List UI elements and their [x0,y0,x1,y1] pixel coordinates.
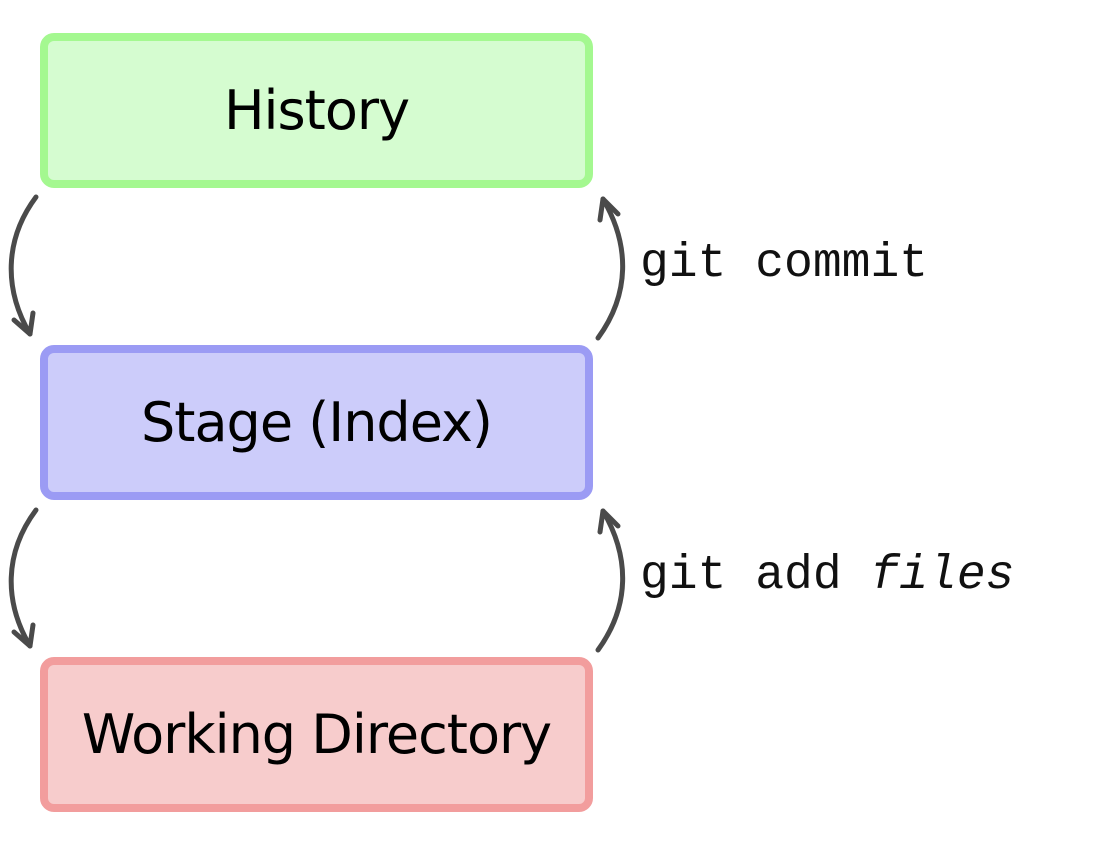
stage-box: Stage (Index) [40,345,593,500]
stage-to-working-arrow [8,507,39,649]
add-arrowhead [597,508,621,535]
history-label: History [223,79,410,142]
stage-label: Stage (Index) [141,391,493,454]
add-arrow [595,508,626,653]
history-to-stage-arrowhead [11,310,36,337]
working-directory-label: Working Directory [81,703,552,766]
working-directory-box: Working Directory [40,657,593,812]
commit-arrow [595,196,626,341]
git-add-label: git add files [640,552,1014,600]
history-box: History [40,33,593,188]
history-to-stage-arrow [8,194,39,337]
git-commit-label: git commit [640,240,928,288]
commit-arrowhead [597,196,621,223]
stage-to-working-arrowhead [11,622,36,649]
git-add-command: git add [640,549,871,603]
git-add-argument: files [870,549,1015,603]
git-commit-command: git commit [640,237,929,291]
